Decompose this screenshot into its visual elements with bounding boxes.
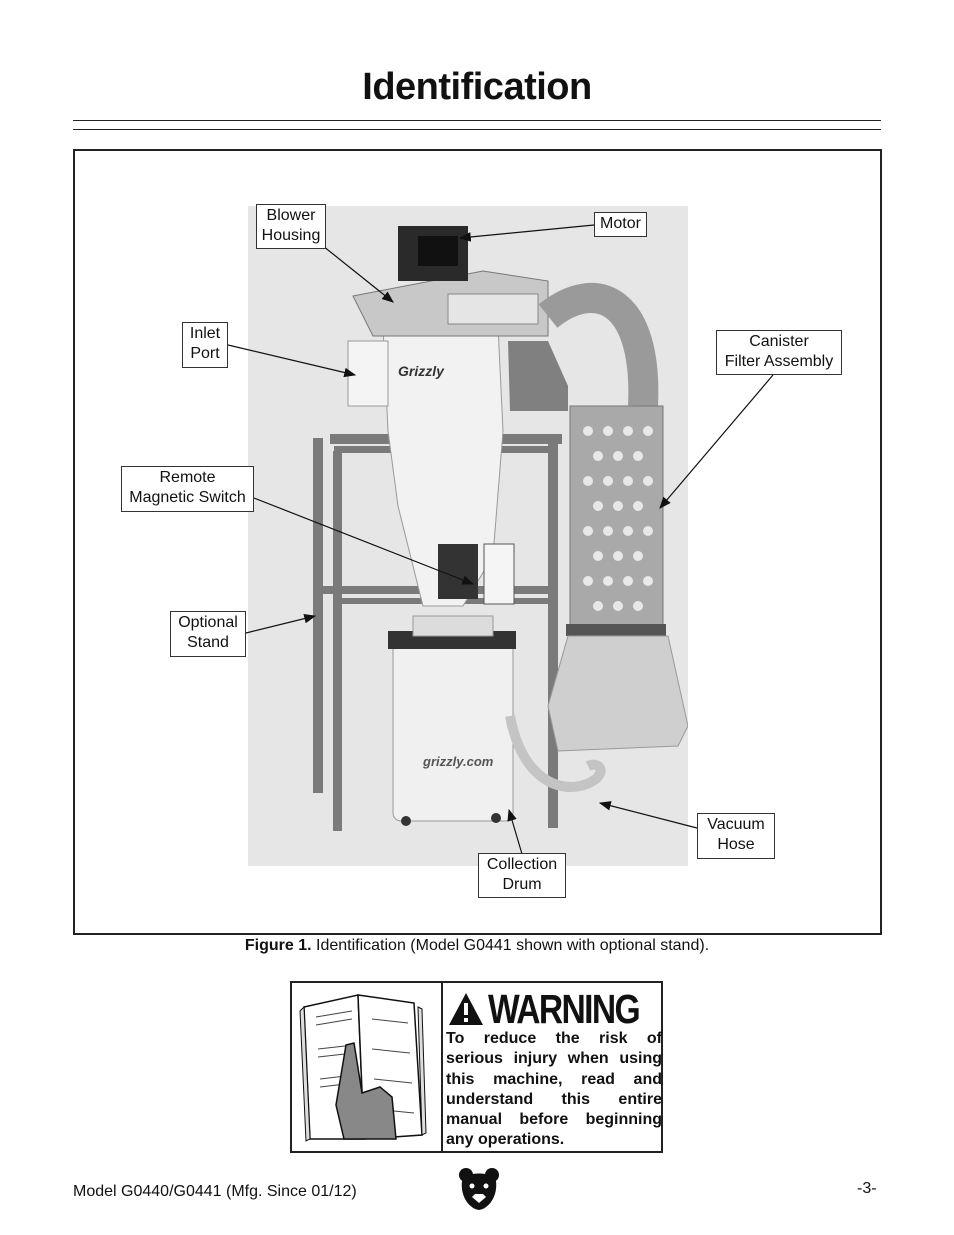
callout-vacuum-hose: Vacuum Hose bbox=[697, 813, 775, 859]
drum-brand-text: grizzly.com bbox=[422, 754, 494, 769]
warning-divider bbox=[441, 983, 443, 1151]
callout-collection-drum: Collection Drum bbox=[478, 853, 566, 898]
warning-box: WARNING To reduce the risk of serious in… bbox=[290, 981, 663, 1153]
callout-inlet-port-line2: Port bbox=[190, 345, 220, 362]
callout-blower-housing-line1: Blower bbox=[266, 207, 316, 224]
warning-word: WARNING bbox=[488, 986, 641, 1032]
warning-heading: WARNING bbox=[448, 986, 660, 1032]
callout-optional-stand-line1: Optional bbox=[178, 614, 238, 631]
header-rule-bottom bbox=[73, 129, 881, 130]
callout-remote-switch: Remote Magnetic Switch bbox=[121, 466, 254, 512]
page-title: Identification bbox=[362, 66, 592, 108]
callout-remote-switch-line2: Magnetic Switch bbox=[129, 489, 246, 506]
motor-shape bbox=[418, 236, 458, 266]
callout-optional-stand: Optional Stand bbox=[170, 611, 246, 657]
callout-canister-filter-line1: Canister bbox=[749, 333, 809, 350]
figure-frame bbox=[73, 149, 882, 935]
machine-photo: Grizzly grizzly.com bbox=[248, 206, 688, 866]
callout-motor: Motor bbox=[594, 212, 647, 237]
callout-motor-line1: Motor bbox=[600, 215, 641, 232]
grizzly-bear-logo-icon bbox=[459, 1168, 499, 1210]
callout-canister-filter-line2: Filter Assembly bbox=[724, 353, 834, 370]
callout-collection-drum-line1: Collection bbox=[486, 856, 558, 873]
callout-optional-stand-line2: Stand bbox=[187, 634, 229, 651]
callout-inlet-port: Inlet Port bbox=[182, 322, 228, 368]
manual-reading-icon bbox=[299, 994, 427, 1142]
callout-canister-filter: Canister Filter Assembly bbox=[716, 330, 842, 375]
warning-text: To reduce the risk of serious injury whe… bbox=[446, 1030, 662, 1149]
canister-filter-shape bbox=[569, 405, 664, 627]
header-rule-top bbox=[73, 120, 881, 121]
warning-triangle-icon bbox=[449, 993, 483, 1025]
footer-page-number: -3- bbox=[857, 1180, 877, 1197]
callout-remote-switch-line1: Remote bbox=[159, 469, 216, 486]
callout-inlet-port-line1: Inlet bbox=[189, 325, 221, 342]
callout-vacuum-hose-line2: Hose bbox=[717, 836, 755, 853]
housing-brand-text: Grizzly bbox=[398, 363, 445, 379]
remote-switch-shape bbox=[483, 543, 515, 605]
figure-caption-text: Identification (Model G0441 shown with o… bbox=[311, 937, 710, 954]
figure-caption-label: Figure 1. bbox=[244, 937, 312, 954]
callout-vacuum-hose-line1: Vacuum bbox=[707, 816, 765, 833]
callout-blower-housing-line2: Housing bbox=[261, 227, 321, 244]
footer-model: Model G0440/G0441 (Mfg. Since 01/12) bbox=[73, 1183, 357, 1200]
callout-blower-housing: Blower Housing bbox=[256, 204, 326, 249]
figure-caption: Figure 1. Identification (Model G0441 sh… bbox=[0, 937, 954, 955]
callout-collection-drum-line2: Drum bbox=[502, 876, 542, 893]
